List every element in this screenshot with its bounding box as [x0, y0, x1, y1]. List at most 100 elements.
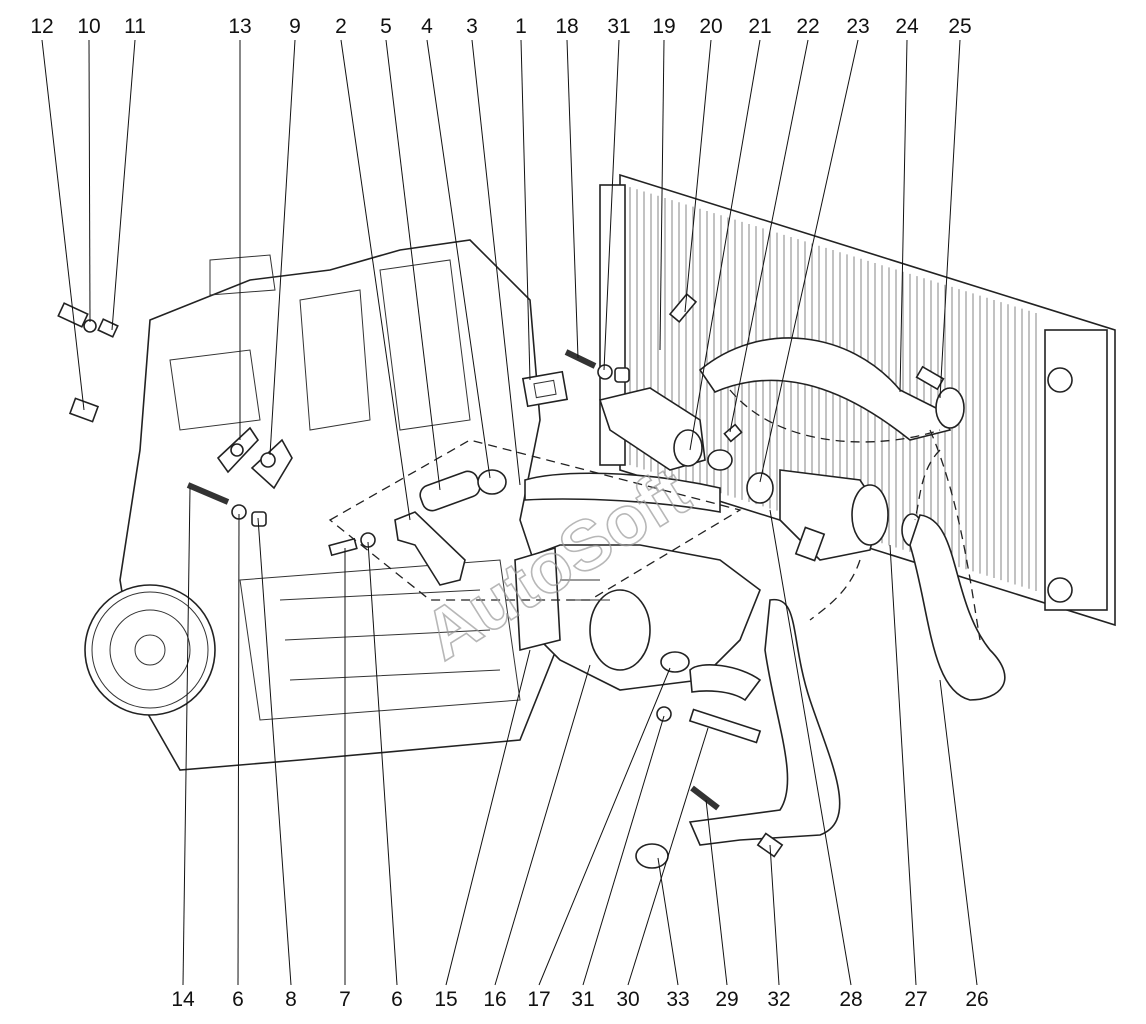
flow-path-return [809, 559, 861, 621]
bottom-callout-6: 6 [232, 988, 244, 1011]
top-callout-10: 10 [77, 15, 100, 38]
radiator-upper-port [1047, 367, 1073, 393]
thermostat-28 [779, 469, 889, 562]
intake-manifold [379, 259, 471, 431]
top-leader-3 [471, 39, 521, 486]
top-leader-10 [88, 39, 91, 323]
clamp-4 [477, 469, 507, 495]
bottom-leader-8 [257, 517, 292, 986]
top-callout-24: 24 [895, 15, 919, 38]
hose-29 [688, 598, 841, 846]
sensor-20 [668, 293, 698, 323]
flywheel [84, 584, 216, 716]
top-leader-4 [426, 39, 491, 479]
flow-path-lower [929, 429, 981, 641]
washer-31-top [597, 364, 613, 380]
leader-lines [41, 39, 978, 986]
bottom-leader-6 [367, 541, 398, 986]
top-callout-21: 21 [748, 15, 771, 38]
bottom-leader-31 [582, 715, 665, 986]
bracket-2 [394, 511, 466, 586]
bottom-callout-31: 31 [571, 988, 594, 1011]
clamp-23 [746, 472, 774, 504]
top-leader-1 [520, 39, 531, 381]
bottom-callout-16: 16 [483, 988, 506, 1011]
top-leader-31 [603, 39, 620, 371]
gasket-1 [521, 370, 569, 408]
bottom-leader-27 [889, 544, 917, 986]
bottom-callout-17: 17 [527, 988, 550, 1011]
top-leader-23 [759, 39, 859, 483]
bottom-leader-26 [939, 679, 978, 986]
flow-path-upper [729, 389, 941, 443]
stud-18 [564, 349, 597, 369]
top-callout-18: 18 [555, 15, 578, 38]
bolt-30 [688, 708, 762, 744]
top-leader-2 [340, 39, 411, 521]
top-leader-9 [269, 39, 296, 456]
top-callout-25: 25 [948, 15, 971, 38]
top-leader-21 [689, 39, 761, 451]
bottom-callout-6: 6 [391, 988, 403, 1011]
hose-26 [909, 514, 1006, 701]
top-leader-25 [939, 39, 961, 399]
stud-29 [690, 785, 720, 811]
bottom-callout-29: 29 [715, 988, 738, 1011]
bottom-leader-32 [769, 844, 780, 986]
bottom-callout-7: 7 [339, 988, 351, 1011]
clamp-25 [915, 365, 965, 429]
top-leader-20 [684, 39, 712, 313]
bottom-leader-16 [494, 664, 591, 986]
bolt-7 [328, 537, 358, 557]
stud-14 [186, 482, 230, 505]
assembly-outline [328, 439, 742, 601]
top-callout-22: 22 [796, 15, 819, 38]
top-callout-23: 23 [846, 15, 869, 38]
top-callout-12: 12 [30, 15, 53, 38]
pump-gasket-15 [514, 546, 561, 652]
top-leader-12 [41, 39, 85, 411]
top-callout-19: 19 [652, 15, 675, 38]
engine-block [84, 239, 561, 771]
top-callout-31: 31 [607, 15, 630, 38]
bottom-leader-28 [769, 509, 852, 986]
top-leader-24 [899, 39, 908, 393]
clamp-22 [707, 423, 743, 471]
bottom-leader-30 [627, 727, 709, 986]
hose-24 [698, 337, 952, 441]
bottom-callout-33: 33 [666, 988, 689, 1011]
washer-31-bottom [656, 706, 672, 722]
bottom-callout-32: 32 [767, 988, 790, 1011]
bottom-leader-29 [705, 799, 728, 986]
gasket-13 [216, 426, 260, 474]
hose-3 [524, 472, 721, 513]
flow-path-middle [914, 449, 941, 521]
top-callout-3: 3 [466, 15, 478, 38]
top-callout-9: 9 [289, 15, 301, 38]
fitting-11 [97, 318, 119, 338]
top-leader-22 [729, 39, 809, 433]
water-pump-16 [519, 544, 761, 691]
top-callout-1: 1 [515, 15, 527, 38]
bottom-callout-26: 26 [965, 988, 988, 1011]
top-callout-13: 13 [228, 15, 251, 38]
oil-filler-cap [209, 254, 276, 296]
top-callout-11: 11 [124, 15, 146, 38]
nut-8 [251, 511, 267, 527]
top-callout-4: 4 [421, 15, 433, 38]
top-leader-18 [566, 39, 579, 359]
bottom-leader-6 [237, 513, 240, 986]
bottom-callout-8: 8 [285, 988, 297, 1011]
nut-19 [614, 367, 630, 383]
bottom-callout-30: 30 [616, 988, 639, 1011]
bottom-callout-15: 15 [434, 988, 457, 1011]
top-leader-5 [385, 39, 441, 491]
top-leader-19 [659, 39, 665, 351]
bottom-callout-27: 27 [904, 988, 927, 1011]
top-callout-20: 20 [699, 15, 722, 38]
clamp-33 [635, 843, 669, 869]
clamp-17 [660, 651, 690, 673]
top-callout-5: 5 [380, 15, 392, 38]
